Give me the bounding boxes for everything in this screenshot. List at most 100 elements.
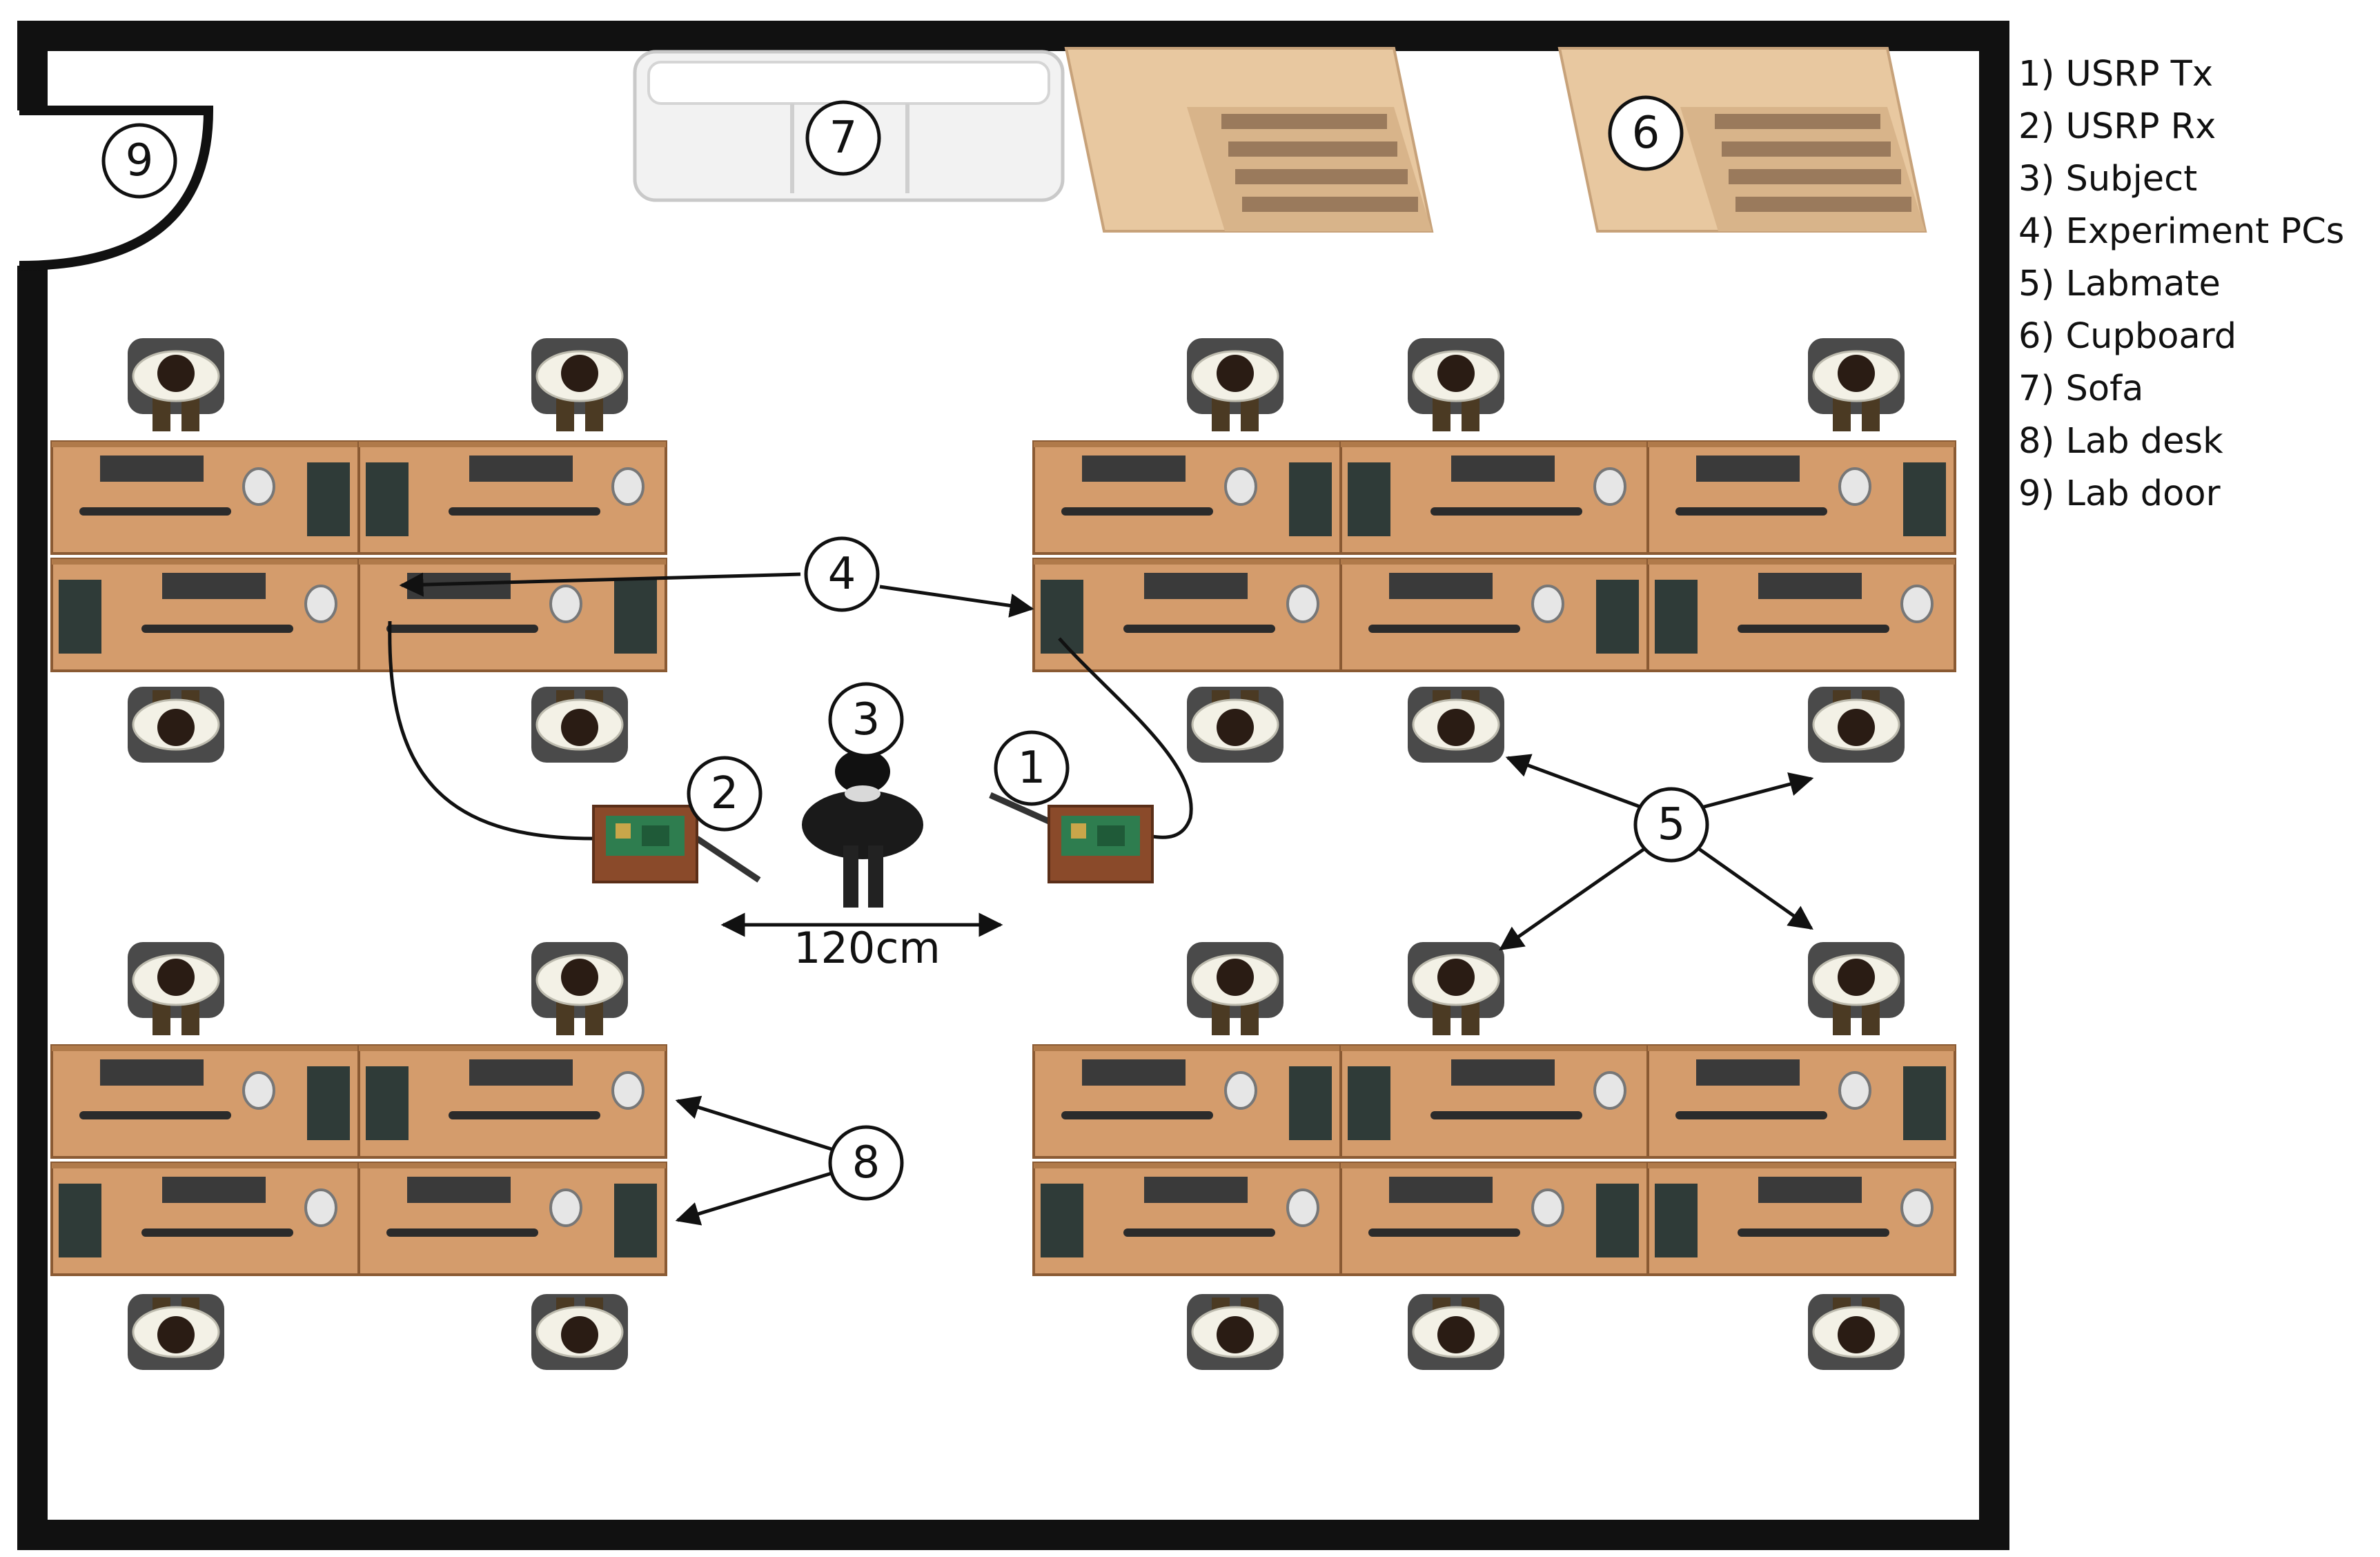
desk-cubicle	[357, 1044, 667, 1159]
mouse	[304, 585, 337, 623]
svg-text:2: 2	[711, 768, 739, 819]
monitor	[1368, 1228, 1520, 1237]
mouse	[1286, 1188, 1319, 1227]
cable-tx	[1058, 637, 1193, 839]
keyboard	[1082, 1059, 1186, 1086]
monitor	[386, 625, 538, 633]
svg-text:6: 6	[1632, 108, 1660, 159]
keyboard	[1696, 1059, 1800, 1086]
callout-4: 4	[804, 536, 880, 612]
svg-text:5: 5	[1658, 799, 1686, 850]
labmate	[1808, 687, 1905, 763]
legend-item-usrp-tx: 1) USRP Tx	[2018, 54, 2213, 95]
labmate	[1187, 942, 1284, 1035]
callout-8: 8	[828, 1125, 904, 1201]
monitor	[1061, 1111, 1213, 1119]
desk-cubicle	[357, 440, 667, 555]
monitor	[141, 1228, 293, 1237]
keyboard	[1758, 573, 1862, 599]
mouse	[1838, 1071, 1871, 1110]
desk-cubicle	[1339, 1162, 1649, 1276]
callout-2: 2	[687, 756, 763, 832]
labmate	[1408, 338, 1504, 431]
monitor	[1675, 507, 1827, 516]
mouse	[1900, 585, 1934, 623]
labmate	[128, 1294, 224, 1370]
mouse	[1531, 585, 1564, 623]
mouse	[611, 467, 645, 506]
pc-tower	[366, 462, 409, 536]
keyboard	[100, 456, 204, 482]
labmate	[1408, 1294, 1504, 1370]
cable-rx	[388, 620, 594, 841]
monitor	[1061, 507, 1213, 516]
keyboard	[100, 1059, 204, 1086]
monitor	[79, 507, 231, 516]
labmate	[128, 942, 224, 1035]
desk-cubicle	[1032, 1162, 1342, 1276]
callout-5: 5	[1633, 787, 1709, 863]
svg-text:8: 8	[852, 1137, 881, 1188]
distance-label: 120cm	[794, 923, 941, 973]
legend-item-cupboard: 6) Cupboard	[2018, 316, 2237, 357]
labmate	[531, 338, 628, 431]
svg-text:7: 7	[829, 112, 858, 164]
labmate	[531, 1294, 628, 1370]
pc-tower	[307, 1066, 350, 1140]
keyboard	[1389, 1177, 1493, 1203]
subject-person	[802, 750, 923, 908]
mouse	[1838, 467, 1871, 506]
desk-cubicle	[357, 1162, 667, 1276]
desk-cubicle	[357, 558, 667, 672]
legend-item-subject: 3) Subject	[2018, 159, 2198, 199]
labmate	[1808, 1294, 1905, 1370]
lab-desks	[50, 440, 1956, 1276]
pc-tower	[366, 1066, 409, 1140]
monitor	[1738, 625, 1889, 633]
labmate	[128, 687, 224, 763]
mouse	[1593, 1071, 1626, 1110]
pc-tower	[1903, 1066, 1946, 1140]
mouse	[1531, 1188, 1564, 1227]
usrp-tx-board	[989, 792, 1154, 883]
labmate	[1408, 687, 1504, 763]
svg-text:9: 9	[126, 135, 154, 186]
desk-cubicle	[1646, 1044, 1956, 1159]
keyboard	[162, 573, 266, 599]
desk-cubicle	[1032, 440, 1342, 555]
labmate	[1408, 942, 1504, 1035]
mouse	[1900, 1188, 1934, 1227]
pc-tower	[1655, 1184, 1698, 1257]
mouse	[611, 1071, 645, 1110]
mouse	[242, 1071, 275, 1110]
keyboard	[1389, 573, 1493, 599]
labmate	[531, 942, 628, 1035]
desk-cubicle	[50, 1044, 360, 1159]
mouse	[242, 467, 275, 506]
legend-item-lab-desk: 8) Lab desk	[2018, 421, 2223, 462]
desk-cubicle	[1339, 440, 1649, 555]
monitor	[1675, 1111, 1827, 1119]
labmate	[1808, 338, 1905, 431]
labmate	[1187, 338, 1284, 431]
desk-cubicle	[1646, 558, 1956, 672]
callout-1: 1	[994, 730, 1070, 806]
leader-arrows	[399, 572, 1814, 1226]
desk-cubicle	[50, 1162, 360, 1276]
legend-item-labmate: 5) Labmate	[2018, 264, 2221, 304]
cupboard-right	[1557, 47, 1927, 233]
desk-cubicle	[1339, 1044, 1649, 1159]
monitor	[1430, 1111, 1582, 1119]
legend-item-sofa: 7) Sofa	[2018, 369, 2144, 409]
monitor	[1738, 1228, 1889, 1237]
monitor	[449, 507, 600, 516]
monitor	[1430, 507, 1582, 516]
cupboard-left	[1064, 47, 1434, 233]
mouse	[1286, 585, 1319, 623]
callout-6: 6	[1608, 95, 1684, 171]
keyboard	[1451, 456, 1555, 482]
desk-cubicle	[1032, 558, 1342, 672]
labmate	[128, 338, 224, 431]
pc-tower	[307, 462, 350, 536]
monitor	[79, 1111, 231, 1119]
